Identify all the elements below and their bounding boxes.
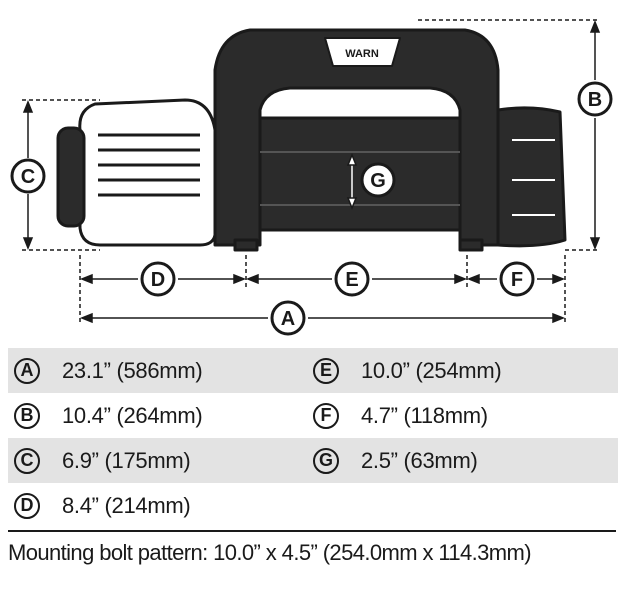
table-row: C 6.9” (175mm) G 2.5” (63mm) <box>8 438 618 483</box>
motor-housing <box>78 98 217 247</box>
svg-text:F: F <box>511 269 523 291</box>
callout-a: A <box>270 300 306 336</box>
dimension-badge: E <box>313 357 339 384</box>
dimension-f: F 4.7” (118mm) <box>313 393 618 438</box>
callout-g: G <box>360 162 396 198</box>
svg-text:A: A <box>281 308 295 330</box>
dimension-lines <box>22 19 600 325</box>
svg-text:C: C <box>21 166 35 188</box>
dimension-badge: C <box>14 447 40 474</box>
callout-c: C <box>10 158 46 194</box>
dimension-badge: F <box>313 402 339 429</box>
dimension-value: 4.7” (118mm) <box>361 402 488 428</box>
dimension-value: 6.9” (175mm) <box>62 447 191 473</box>
winch-drawing <box>56 28 567 252</box>
svg-text:B: B <box>588 89 602 111</box>
svg-text:G: G <box>370 170 386 192</box>
dimension-value: 10.4” (264mm) <box>62 402 203 428</box>
winch-drum <box>258 116 462 232</box>
svg-text:D: D <box>151 269 165 291</box>
motor-fins <box>98 133 200 197</box>
dimension-e: E 10.0” (254mm) <box>313 348 618 393</box>
dimension-c: C 6.9” (175mm) <box>8 438 313 483</box>
empty-cell <box>313 483 618 528</box>
dimension-g: G 2.5” (63mm) <box>313 438 618 483</box>
gearbox-housing <box>496 106 567 248</box>
dimension-badge: D <box>14 492 40 519</box>
callout-f: F <box>499 261 535 297</box>
motor-endcap <box>56 126 86 228</box>
svg-text:E: E <box>345 269 358 291</box>
mounting-bolt-pattern: Mounting bolt pattern: 10.0” x 4.5” (254… <box>8 540 532 565</box>
dimension-value: 23.1” (586mm) <box>62 357 203 383</box>
gearbox-ribs <box>512 139 555 216</box>
left-foot <box>233 238 259 252</box>
dimension-value: 2.5” (63mm) <box>361 447 478 473</box>
dimension-value: 8.4” (214mm) <box>62 492 191 518</box>
dimension-badge: B <box>14 402 40 429</box>
divider <box>8 530 616 532</box>
callout-e: E <box>334 261 370 297</box>
callout-d: D <box>140 261 176 297</box>
dimension-badge: A <box>14 357 40 384</box>
brand-logo: WARN <box>345 48 379 60</box>
dimension-badge: G <box>313 447 339 474</box>
dimension-a: A 23.1” (586mm) <box>8 348 313 393</box>
dimension-d: D 8.4” (214mm) <box>8 483 313 528</box>
dimension-table: A 23.1” (586mm) E 10.0” (254mm) B 10.4” … <box>8 348 618 528</box>
table-row: A 23.1” (586mm) E 10.0” (254mm) <box>8 348 618 393</box>
table-row: D 8.4” (214mm) <box>8 483 618 528</box>
winch-dimension-diagram: WARN B C <box>10 19 613 336</box>
dimension-arrows <box>22 19 601 324</box>
warn-badge <box>324 37 401 67</box>
table-row: B 10.4” (264mm) F 4.7” (118mm) <box>8 393 618 438</box>
dimension-b: B 10.4” (264mm) <box>8 393 313 438</box>
callout-b: B <box>577 81 613 117</box>
right-foot <box>458 238 484 252</box>
dimension-value: 10.0” (254mm) <box>361 357 502 383</box>
